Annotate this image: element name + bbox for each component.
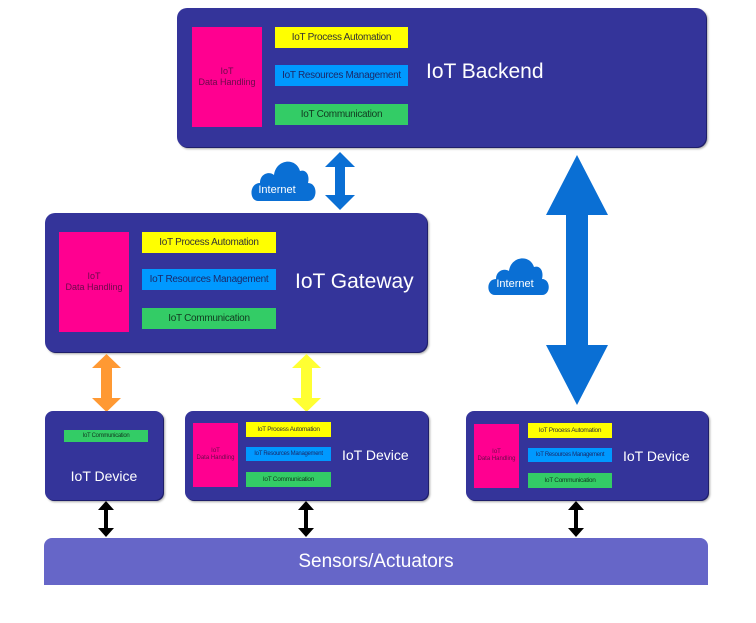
backend-title: IoT Backend (426, 60, 544, 83)
cloud-icon (251, 161, 316, 201)
device3-data-handling-block: IoT Data Handling (474, 424, 519, 488)
big-double-arrow-icon (546, 155, 608, 405)
device3-resources-management: IoT Resources Management (528, 448, 612, 462)
backend-data-handling-line2: Data Handling (198, 77, 256, 87)
backend-resources-management: IoT Resources Management (275, 65, 408, 86)
sensors-actuators-layer: Sensors/Actuators (44, 538, 708, 585)
double-arrow-icon (98, 501, 114, 537)
double-arrow-icon (92, 354, 121, 412)
internet-cloud-2: Internet (488, 258, 549, 295)
device2-resources-management: IoT Resources Management (246, 447, 331, 461)
gateway-device1-arrow (92, 354, 121, 412)
device2-data-handling-line2: Data Handling (196, 455, 235, 461)
gateway-device2-arrow (292, 354, 321, 412)
device2-process-automation: IoT Process Automation (246, 422, 331, 437)
iot-gateway-tier: IoT Data Handling IoT Process Automation… (45, 213, 427, 352)
iot-backend-tier: IoT Data Handling IoT Process Automation… (177, 8, 706, 147)
double-arrow-icon (298, 501, 314, 537)
device1-sensors-arrow (98, 501, 114, 537)
backend-data-handling-line1: IoT (220, 65, 234, 76)
backend-data-handling-block: IoT Data Handling (192, 27, 262, 127)
device2-communication: IoT Communication (246, 472, 331, 487)
device1-communication: IoT Communication (64, 430, 148, 442)
device3-data-handling-line2: Data Handling (477, 456, 516, 462)
sensors-actuators-label: Sensors/Actuators (298, 550, 454, 572)
gateway-data-handling-block: IoT Data Handling (59, 232, 129, 332)
cloud-label-1: Internet (258, 184, 295, 196)
device1-title: IoT Device (70, 468, 138, 484)
iot-device-3: IoT Data Handling IoT Process Automation… (466, 411, 708, 500)
gateway-data-handling-line2: Data Handling (65, 282, 123, 292)
device3-data-handling-line1: IoT (492, 448, 501, 455)
backend-device3-arrow (546, 155, 608, 405)
gateway-communication: IoT Communication (142, 308, 276, 329)
gateway-resources-management: IoT Resources Management (142, 269, 276, 290)
device2-sensors-arrow (298, 501, 314, 537)
backend-gateway-arrow (325, 152, 355, 210)
cloud-icon (488, 258, 549, 295)
iot-device-1: IoT Communication IoT Device (45, 411, 163, 500)
device3-communication: IoT Communication (528, 473, 612, 488)
gateway-data-handling-line1: IoT (87, 270, 101, 281)
double-arrow-icon (325, 152, 355, 210)
device2-title: IoT Device (342, 447, 409, 463)
backend-process-automation: IoT Process Automation (275, 27, 408, 48)
gateway-process-automation: IoT Process Automation (142, 232, 276, 253)
gateway-title: IoT Gateway (295, 270, 414, 293)
device2-data-handling-block: IoT Data Handling (193, 423, 238, 487)
cloud-label-2: Internet (496, 278, 533, 290)
double-arrow-icon (292, 354, 321, 412)
device3-title: IoT Device (623, 448, 690, 464)
device3-sensors-arrow (568, 501, 584, 537)
internet-cloud-1: Internet (251, 161, 316, 201)
device2-data-handling-line1: IoT (211, 447, 220, 454)
backend-communication: IoT Communication (275, 104, 408, 125)
double-arrow-icon (568, 501, 584, 537)
iot-device-2: IoT Data Handling IoT Process Automation… (185, 411, 428, 500)
device3-process-automation: IoT Process Automation (528, 423, 612, 438)
